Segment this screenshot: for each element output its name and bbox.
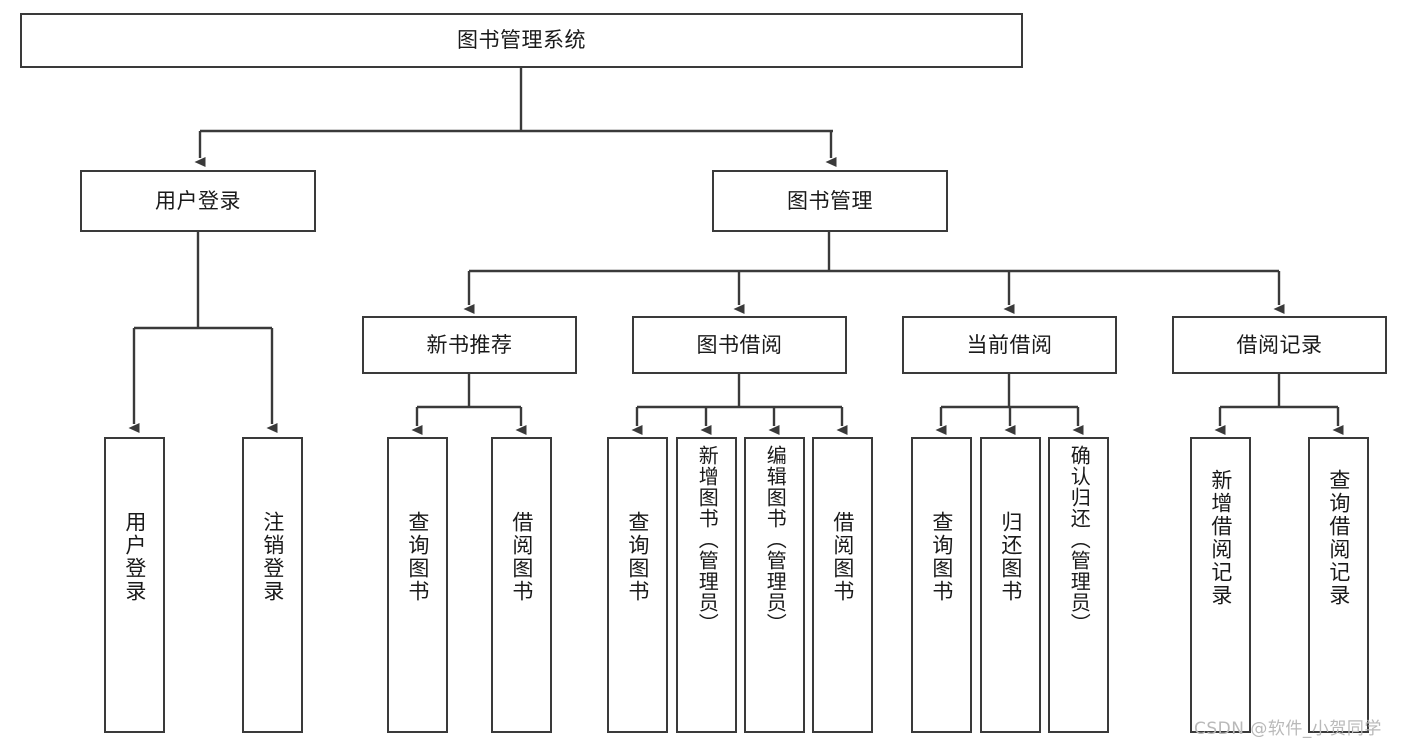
node-book-management-label: 图书管理 [787, 188, 873, 213]
leaf-return-book-label: 归还图书 [998, 511, 1023, 603]
leaf-add-record[interactable]: 新增借阅记录 [1190, 437, 1251, 733]
node-root-label: 图书管理系统 [457, 28, 586, 53]
node-borrow-record[interactable]: 借阅记录 [1172, 316, 1387, 374]
leaf-borrow-book-1-label: 借阅图书 [509, 511, 534, 603]
leaf-return-book[interactable]: 归还图书 [980, 437, 1041, 733]
node-user-login[interactable]: 用户登录 [80, 170, 316, 232]
node-borrow-record-label: 借阅记录 [1236, 332, 1323, 357]
leaf-borrow-book-2[interactable]: 借阅图书 [812, 437, 873, 733]
leaf-confirm-return-label: 确认归还（管理员） [1067, 445, 1092, 634]
leaf-add-book-label: 新增图书（管理员） [695, 445, 720, 634]
leaf-user-login-label: 用户登录 [122, 511, 147, 603]
leaf-query-book-3[interactable]: 查询图书 [911, 437, 972, 733]
node-new-book-recommend-label: 新书推荐 [426, 332, 513, 357]
leaf-logout-label: 注销登录 [260, 511, 285, 603]
leaf-edit-book[interactable]: 编辑图书（管理员） [744, 437, 805, 733]
watermark: CSDN @软件_小贺同学 [1194, 719, 1382, 739]
leaf-query-book-1[interactable]: 查询图书 [387, 437, 448, 733]
leaf-query-book-3-label: 查询图书 [929, 511, 954, 603]
leaf-query-book-2[interactable]: 查询图书 [607, 437, 668, 733]
leaf-query-book-1-label: 查询图书 [405, 511, 430, 603]
node-book-borrow-label: 图书借阅 [696, 332, 783, 357]
leaf-user-login[interactable]: 用户登录 [104, 437, 165, 733]
node-current-borrow-label: 当前借阅 [966, 332, 1053, 357]
leaf-query-record[interactable]: 查询借阅记录 [1308, 437, 1369, 733]
leaf-confirm-return[interactable]: 确认归还（管理员） [1048, 437, 1109, 733]
node-new-book-recommend[interactable]: 新书推荐 [362, 316, 577, 374]
node-book-borrow[interactable]: 图书借阅 [632, 316, 847, 374]
node-user-login-label: 用户登录 [155, 188, 241, 213]
leaf-logout[interactable]: 注销登录 [242, 437, 303, 733]
node-root[interactable]: 图书管理系统 [20, 13, 1023, 68]
node-book-management[interactable]: 图书管理 [712, 170, 948, 232]
leaf-add-record-label: 新增借阅记录 [1208, 469, 1233, 607]
leaf-borrow-book-2-label: 借阅图书 [830, 511, 855, 603]
leaf-query-record-label: 查询借阅记录 [1326, 469, 1351, 607]
node-current-borrow[interactable]: 当前借阅 [902, 316, 1117, 374]
leaf-add-book[interactable]: 新增图书（管理员） [676, 437, 737, 733]
leaf-edit-book-label: 编辑图书（管理员） [763, 445, 788, 634]
leaf-borrow-book-1[interactable]: 借阅图书 [491, 437, 552, 733]
leaf-query-book-2-label: 查询图书 [625, 511, 650, 603]
